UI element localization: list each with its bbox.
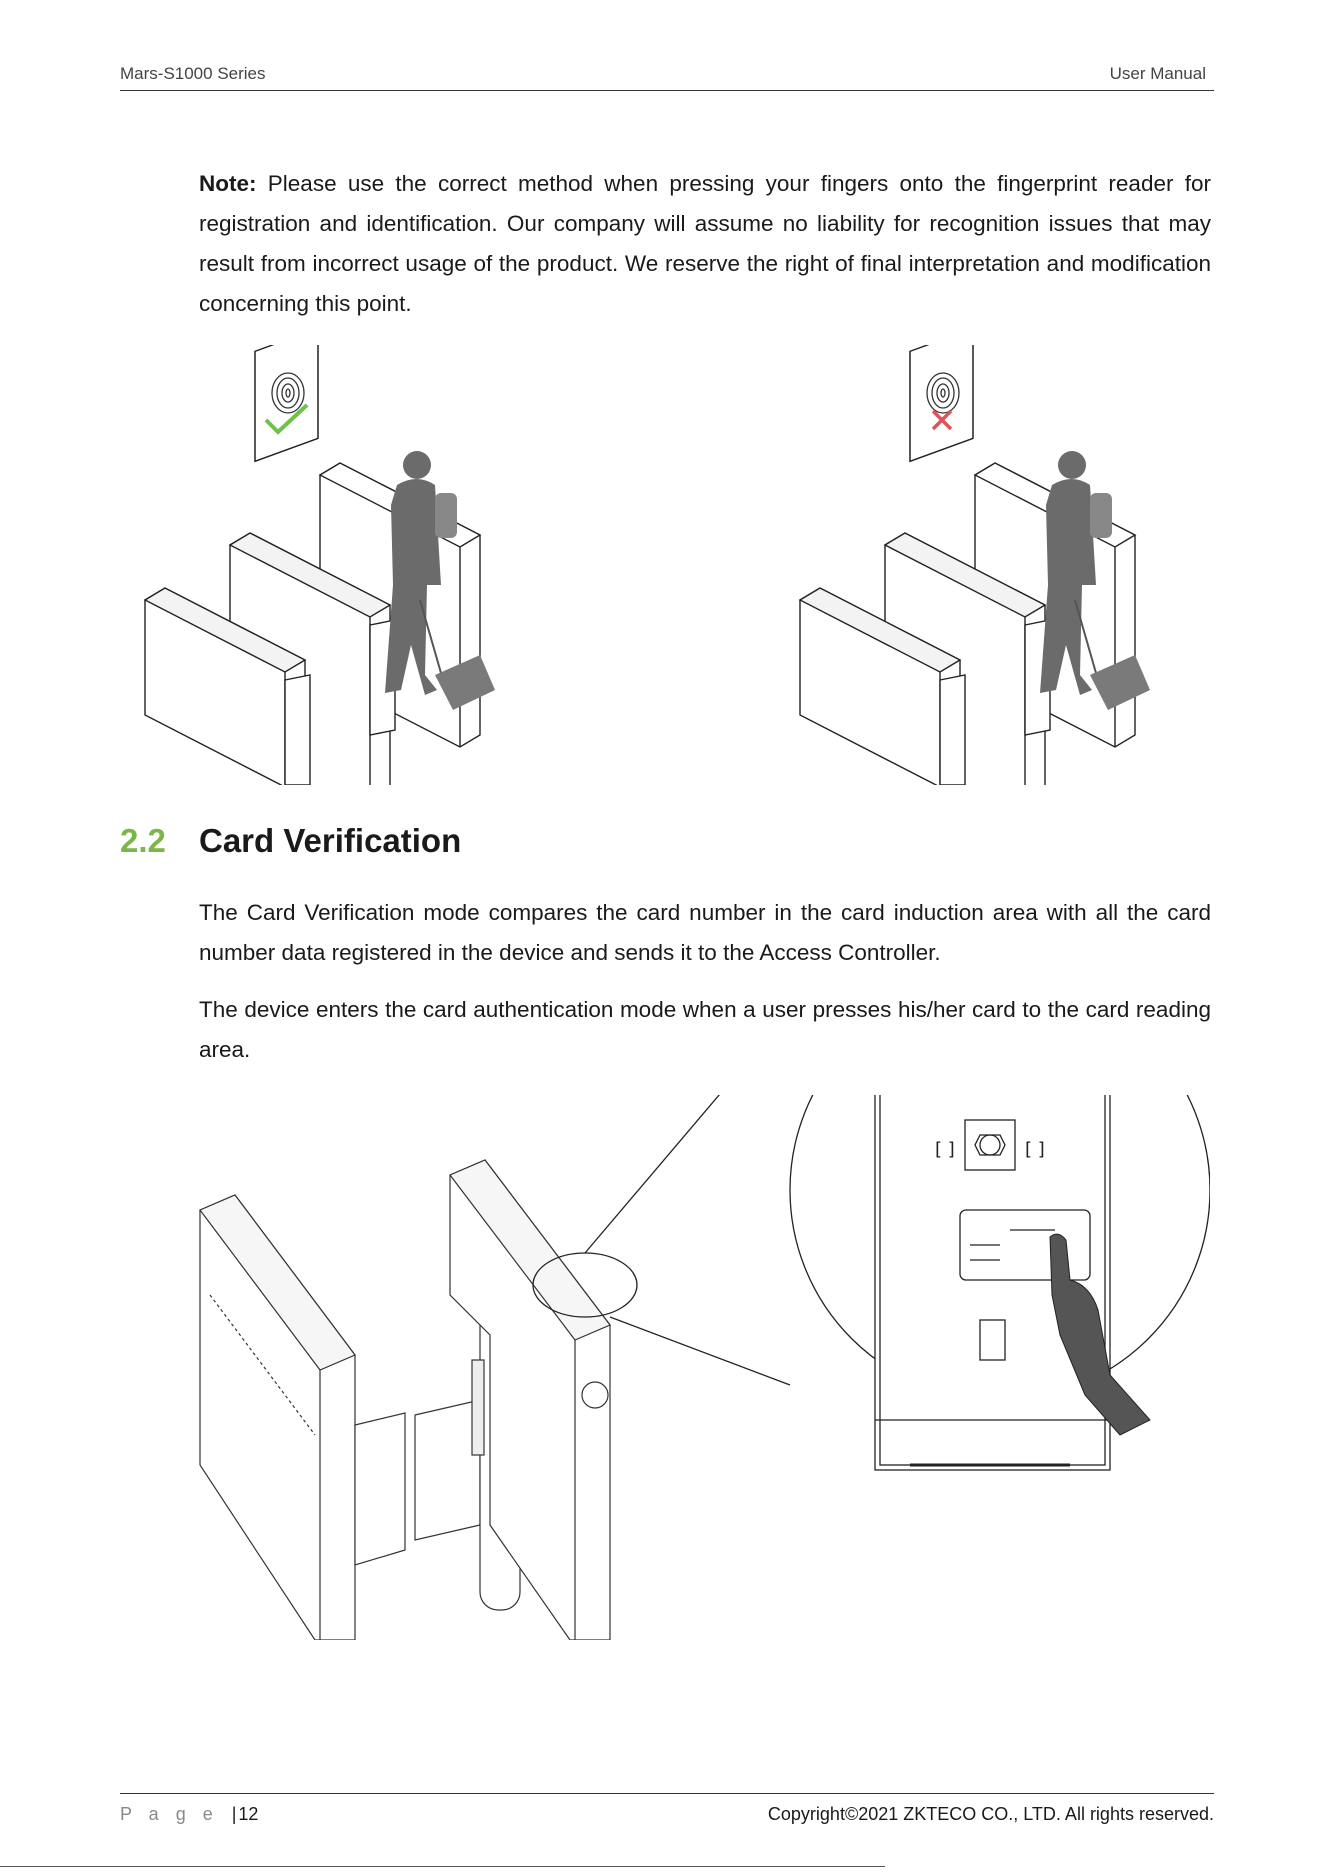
fingerprint-incorrect-icon — [909, 345, 974, 463]
page-footer: P a g e |12 Copyright©2021 ZKTECO CO., L… — [120, 1793, 1214, 1824]
svg-text:[ ]: [ ] — [1025, 1139, 1045, 1160]
person-with-luggage — [385, 451, 495, 710]
note-label: Note: — [199, 171, 257, 196]
header-doc-type: User Manual — [1109, 64, 1206, 83]
section-title: Card Verification — [199, 822, 462, 859]
page-header: Mars-S1000 Series User Manual — [120, 62, 1214, 91]
divider — [0, 1866, 885, 1867]
svg-text:[ ]: [ ] — [935, 1139, 955, 1160]
hand-holding-card — [1049, 1233, 1151, 1436]
note-paragraph: Note: Please use the correct method when… — [199, 164, 1211, 324]
body-paragraph: The device enters the card authenticatio… — [199, 997, 1211, 1062]
copyright-text: Copyright©2021 ZKTECO CO., LTD. All righ… — [767, 1804, 1214, 1824]
turnstile-drawing — [199, 1159, 611, 1640]
note-text: Please use the correct method when press… — [199, 171, 1211, 316]
page-label: P a g e — [120, 1804, 219, 1824]
body-paragraph: The Card Verification mode compares the … — [199, 900, 1211, 965]
incorrect-usage-figure — [798, 345, 1150, 785]
turnstile-card-reader-illustration: [ ] [ ] — [199, 1095, 1210, 1640]
header-series: Mars-S1000 Series — [120, 64, 266, 83]
person-with-luggage — [1040, 451, 1150, 710]
correct-usage-figure — [143, 345, 495, 785]
page-number-block: P a g e |12 — [120, 1804, 258, 1825]
page-number: 12 — [238, 1804, 259, 1824]
page-separator: | — [231, 1804, 237, 1824]
section-number: 2.2 — [120, 822, 166, 859]
fingerprint-correct-icon — [254, 345, 319, 463]
